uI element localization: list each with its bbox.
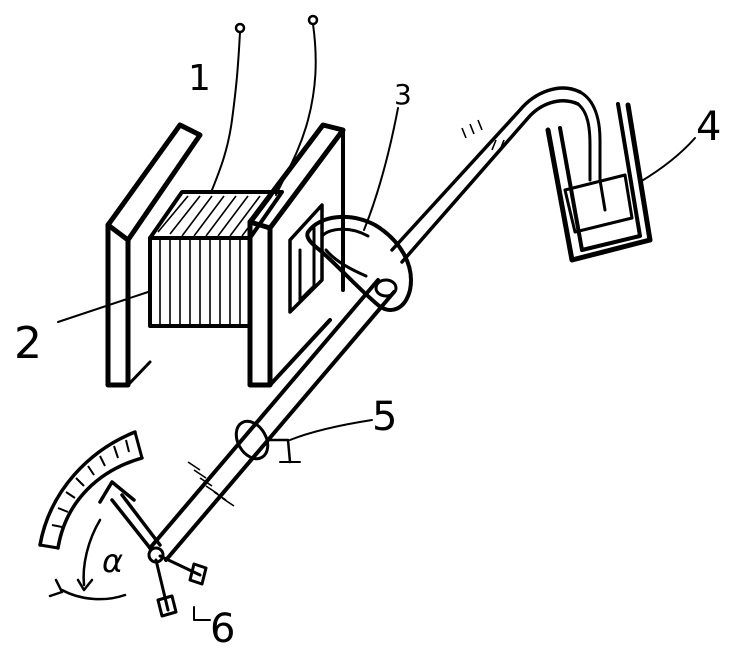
angle-indicator: [48, 518, 127, 601]
terminal-left: [234, 22, 246, 34]
main-shaft: [148, 278, 398, 562]
lead-wires: [211, 14, 319, 196]
label-3: 3: [394, 78, 412, 111]
damper-cup: [545, 102, 653, 263]
coil-winding: [148, 190, 284, 328]
lead-wire-right: [275, 23, 317, 196]
label-1: 1: [188, 58, 211, 99]
lead-wire-left: [211, 31, 241, 191]
left-pole-plate: [105, 122, 203, 388]
leader-lines: [57, 107, 696, 621]
label-6: 6: [210, 606, 235, 652]
bearing: [234, 419, 301, 464]
right-pole-plate: [247, 122, 346, 388]
label-4: 4: [696, 104, 721, 150]
label-alpha: α: [102, 542, 123, 580]
label-2: 2: [14, 318, 42, 369]
upper-rod: [390, 86, 602, 264]
spring-arm: [154, 554, 208, 618]
armature-window: [288, 203, 324, 314]
label-5: 5: [372, 394, 397, 440]
scale-arc: [38, 430, 144, 550]
terminal-right: [307, 14, 319, 26]
